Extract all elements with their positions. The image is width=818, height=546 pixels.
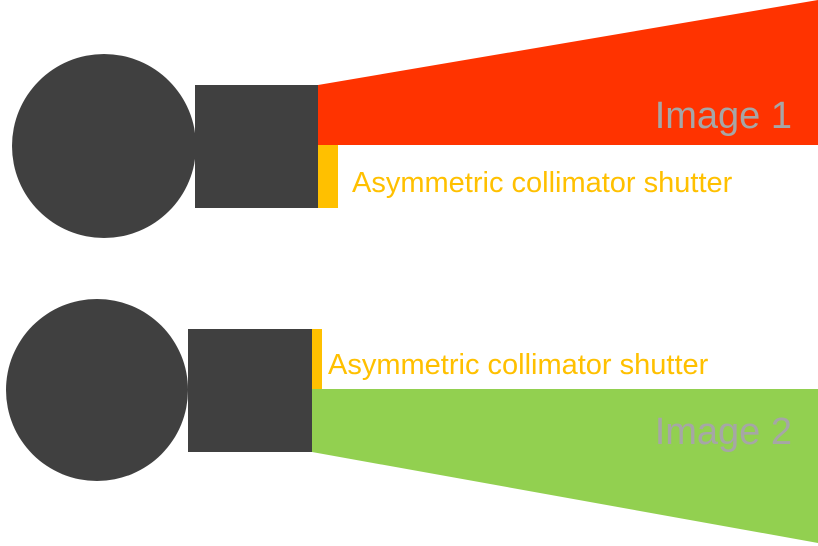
- bottom-beam: [312, 389, 818, 543]
- top-tube-circle: [12, 54, 196, 238]
- top-shutter: [318, 145, 338, 208]
- bottom-shutter: [312, 329, 322, 389]
- top-setup: Image 1 Asymmetric collimator shutter: [12, 0, 818, 238]
- bottom-shutter-label: Asymmetric collimator shutter: [328, 349, 709, 381]
- bottom-setup: Asymmetric collimator shutter Image 2: [6, 299, 818, 543]
- top-beam: [318, 0, 818, 145]
- top-shutter-label: Asymmetric collimator shutter: [352, 167, 733, 199]
- bottom-tube-circle: [6, 299, 188, 481]
- top-image-label: Image 1: [655, 95, 792, 137]
- top-collimator-housing: [195, 85, 318, 208]
- bottom-collimator-housing: [188, 329, 312, 452]
- bottom-image-label: Image 2: [655, 411, 792, 453]
